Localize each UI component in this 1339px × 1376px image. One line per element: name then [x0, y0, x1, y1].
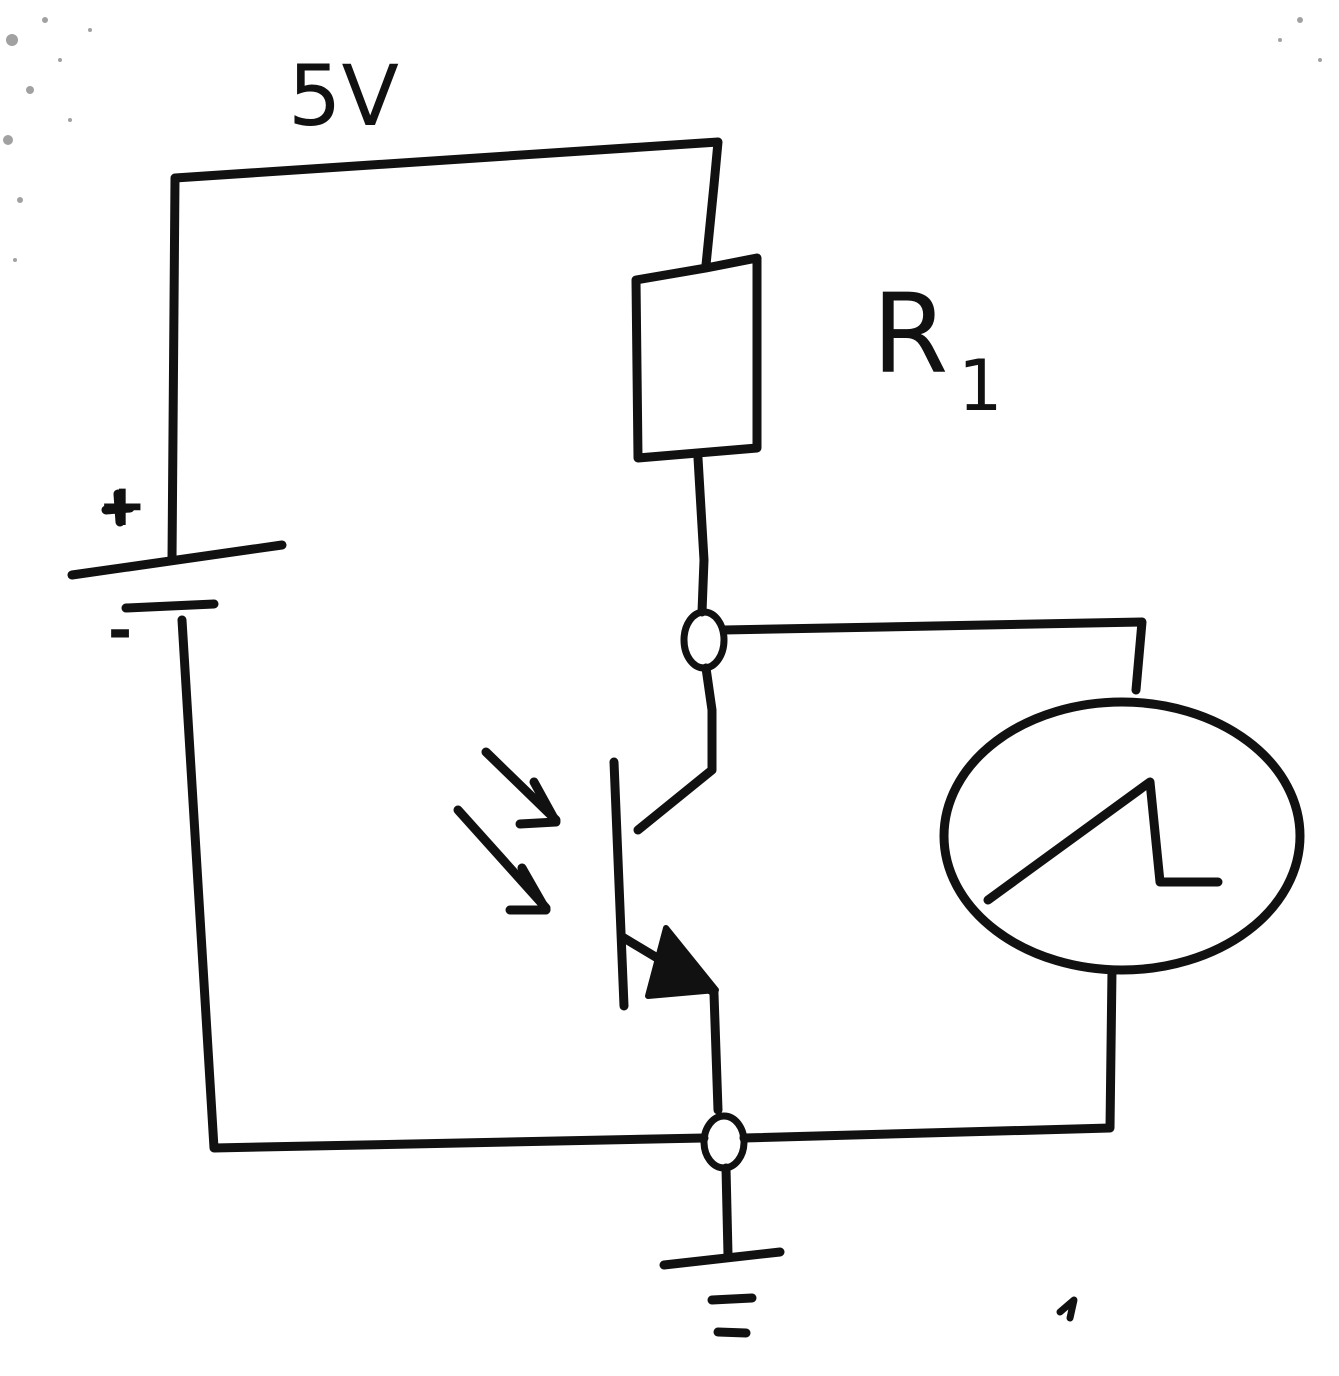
wire-resistor-to-node	[693, 453, 709, 617]
battery-plate-short	[121, 599, 219, 613]
phototransistor-collector	[633, 663, 717, 835]
wire-bottom-left	[177, 615, 709, 1153]
wire-node-to-scope	[719, 617, 1147, 695]
resistor	[631, 253, 762, 463]
paper-speckle	[3, 17, 1322, 262]
wire-emitter-to-node	[709, 989, 723, 1115]
light-arrow-lower-head	[505, 863, 551, 915]
collector-node	[680, 608, 728, 672]
ground-node	[700, 1112, 748, 1172]
oscilloscope	[939, 697, 1305, 975]
ground-bar-3	[713, 1327, 751, 1338]
stray-ink-mark	[1056, 1296, 1078, 1322]
battery-plus-mark	[101, 489, 135, 527]
ground-bar-2	[707, 1293, 757, 1305]
battery-plate-long	[67, 540, 287, 580]
wire-to-ground	[721, 1163, 733, 1260]
light-arrow-upper-head	[515, 777, 561, 829]
oscilloscope-sawtooth	[983, 777, 1223, 905]
resistor-label-subscript: 1	[958, 345, 1003, 427]
ground-bar-1	[659, 1247, 785, 1270]
ground-symbol	[659, 1247, 785, 1338]
resistor-label: R	[872, 270, 948, 398]
wire-top	[167, 137, 723, 565]
voltage-label: 5V	[288, 47, 399, 145]
light-arrows	[453, 747, 561, 915]
wire-bottom-right	[739, 965, 1117, 1143]
phototransistor-base	[609, 757, 629, 1011]
emitter-arrow	[645, 925, 719, 999]
